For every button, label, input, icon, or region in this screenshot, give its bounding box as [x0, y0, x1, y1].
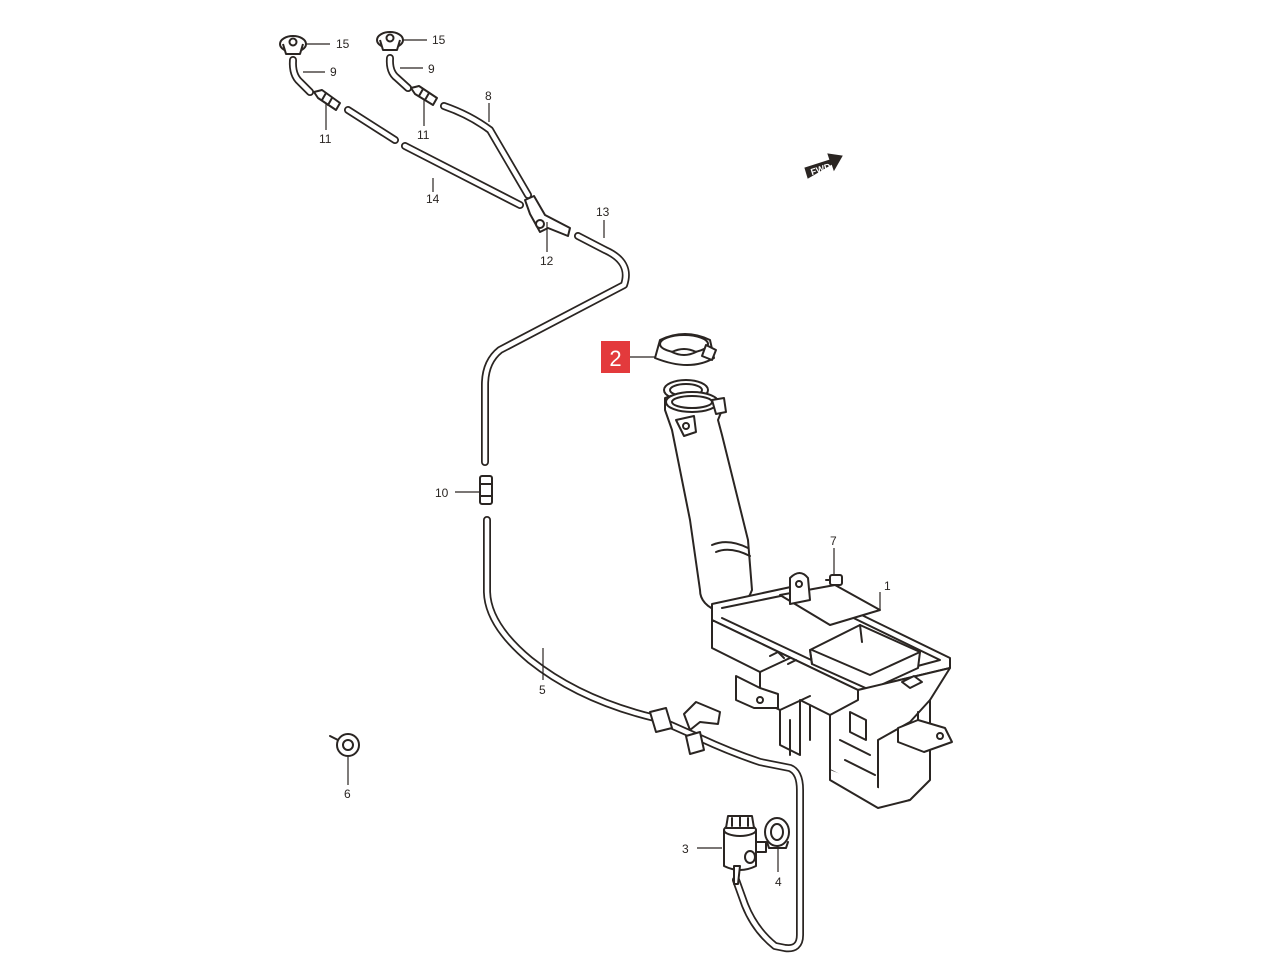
front-arrow-label: FWD — [809, 161, 832, 177]
callout-9-right[interactable]: 9 — [428, 62, 435, 76]
filler-neck — [664, 391, 753, 613]
callout-11-right[interactable]: 11 — [417, 128, 430, 142]
hose-bracket — [649, 701, 721, 755]
callout-3[interactable]: 3 — [682, 842, 689, 856]
clip-6 — [329, 733, 360, 757]
callout-6[interactable]: 6 — [344, 787, 351, 801]
callout-9-left[interactable]: 9 — [330, 65, 337, 79]
connector-11-right — [410, 85, 438, 106]
hose-8 — [440, 102, 532, 199]
elbow-9-left — [288, 56, 314, 96]
grommet-4 — [764, 817, 790, 849]
callout-1[interactable]: 1 — [884, 579, 891, 593]
callout-10[interactable]: 10 — [435, 486, 449, 500]
callout-5[interactable]: 5 — [539, 683, 546, 697]
hose-14 — [344, 106, 524, 209]
tank-1 — [711, 572, 953, 809]
nozzle-15-right — [376, 31, 404, 51]
nozzle-15-left — [279, 35, 307, 55]
joint-10 — [479, 475, 493, 505]
callout-2-label: 2 — [609, 346, 621, 371]
hose-13 — [481, 232, 630, 466]
cap-2 — [654, 333, 717, 366]
callout-13[interactable]: 13 — [596, 205, 610, 219]
hose-5 — [483, 516, 804, 953]
bolt-7 — [825, 574, 843, 586]
callout-7[interactable]: 7 — [830, 534, 837, 548]
highlighted-callout-2[interactable]: 2 — [601, 341, 630, 373]
callout-14[interactable]: 14 — [426, 192, 440, 206]
y-joint-12 — [524, 195, 571, 237]
callout-12[interactable]: 12 — [540, 254, 554, 268]
callout-11-left[interactable]: 11 — [319, 132, 332, 146]
callout-labels: 1 3 4 5 6 7 8 9 9 10 11 11 12 13 14 15 1… — [319, 33, 891, 889]
elbow-9-right — [385, 54, 412, 92]
callout-4[interactable]: 4 — [775, 875, 782, 889]
pump-3 — [723, 815, 767, 885]
callout-15-right[interactable]: 15 — [432, 33, 446, 47]
callout-8[interactable]: 8 — [485, 89, 492, 103]
callout-15-left[interactable]: 15 — [336, 37, 350, 51]
front-direction-arrow: FWD — [804, 153, 843, 179]
connector-11-left — [313, 89, 341, 111]
leader-lines — [303, 39, 881, 872]
